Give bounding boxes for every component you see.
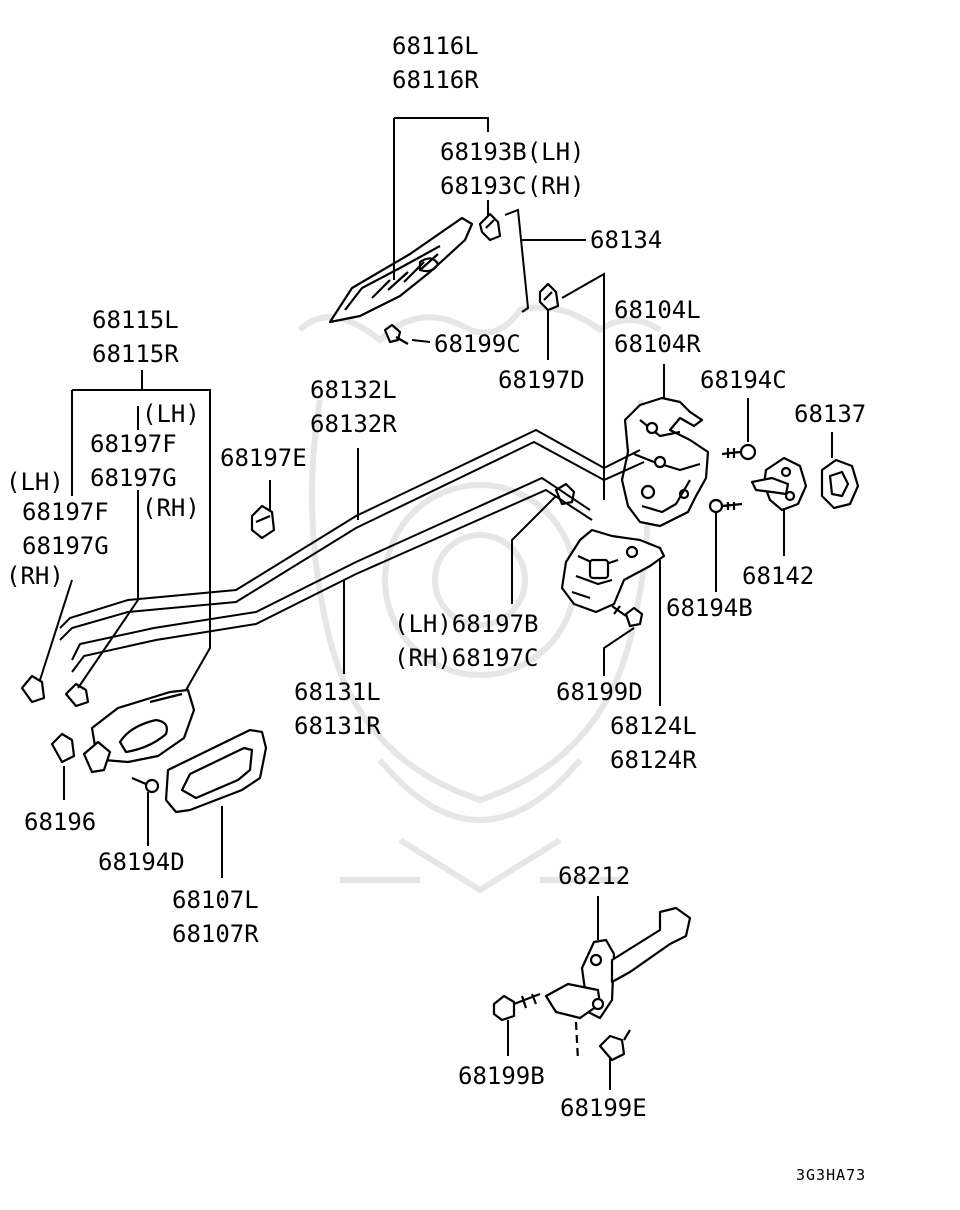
label-68104r: 68104R (614, 330, 701, 358)
label-68212: 68212 (558, 862, 630, 890)
label-68131l: 68131L (294, 678, 381, 706)
outside-door-handle-part (328, 216, 474, 324)
label-68132r: 68132R (310, 410, 397, 438)
label-68115l: 68115L (92, 306, 179, 334)
screw-68194d-part (131, 776, 160, 794)
label-68124l: 68124L (610, 712, 697, 740)
striker-68142-part (750, 456, 808, 512)
label-68193b: 68193B(LH) (440, 138, 585, 166)
shim-68137-part (820, 458, 860, 510)
label-68199e: 68199E (560, 1094, 647, 1122)
rod-68131-upper (71, 476, 591, 661)
rod-68132-upper (59, 428, 641, 629)
label-68197d: 68197D (498, 366, 585, 394)
label-68132l: 68132L (310, 376, 397, 404)
label-68116r: 68116R (392, 66, 479, 94)
door-latch-part (620, 396, 710, 528)
label-68124r: 68124R (610, 746, 697, 774)
clip-68197f-part (20, 674, 46, 704)
diagram-code: 3G3HA73 (796, 1166, 866, 1184)
rod-68134 (504, 208, 530, 313)
label-68134: 68134 (590, 226, 662, 254)
label-68197f-b: 68197F (22, 498, 109, 526)
label-lh-2: (LH) (6, 468, 64, 496)
label-68137: 68137 (794, 400, 866, 428)
label-68194d: 68194D (98, 848, 185, 876)
rod-68131-lower (71, 488, 593, 673)
label-68116l: 68116L (392, 32, 479, 60)
label-68199b: 68199B (458, 1062, 545, 1090)
label-68197b: (LH)68197B (394, 610, 539, 638)
label-68194b: 68194B (666, 594, 753, 622)
label-68197e: 68197E (220, 444, 307, 472)
bolt-68199e-part (598, 1029, 631, 1062)
clip-68197d-part (538, 282, 560, 312)
label-68107l: 68107L (172, 886, 259, 914)
label-68197c: (RH)68197C (394, 644, 539, 672)
label-68194c: 68194C (700, 366, 787, 394)
bolt-68199b-part (492, 992, 541, 1022)
label-68197g-a: 68197G (90, 464, 177, 492)
rod-68132-lower (59, 440, 645, 641)
label-68131r: 68131R (294, 712, 381, 740)
screw-68199d-part (611, 605, 644, 628)
leader-lines (39, 117, 833, 1090)
label-68142: 68142 (742, 562, 814, 590)
inside-door-handle-part (82, 688, 196, 774)
clip-68197e-part (250, 504, 276, 540)
clip-68196-part (50, 732, 76, 764)
label-68107r: 68107R (172, 920, 259, 948)
screw-68194b-part (708, 498, 743, 514)
label-rh-1: (RH) (142, 494, 200, 522)
part-labels: 68116L 68116R 68193B(LH) 68193C(RH) 6813… (6, 32, 866, 1184)
label-68197f-a: 68197F (90, 430, 177, 458)
label-rh-2: (RH) (6, 562, 64, 590)
door-checker-part (544, 906, 692, 1061)
label-68199d: 68199D (556, 678, 643, 706)
label-68199c: 68199C (434, 330, 521, 358)
label-68197g-b: 68197G (22, 532, 109, 560)
screw-68194c-part (721, 443, 757, 461)
label-68196: 68196 (24, 808, 96, 836)
clip-68197g-part (64, 682, 90, 708)
lock-actuator-part (560, 528, 666, 614)
screw-68199c-part (383, 323, 409, 345)
label-68104l: 68104L (614, 296, 701, 324)
clip-68193-part (478, 212, 502, 242)
handle-escutcheon-part (164, 728, 268, 814)
label-68193c: 68193C(RH) (440, 172, 585, 200)
label-lh-1: (LH) (142, 400, 200, 428)
label-68115r: 68115R (92, 340, 179, 368)
